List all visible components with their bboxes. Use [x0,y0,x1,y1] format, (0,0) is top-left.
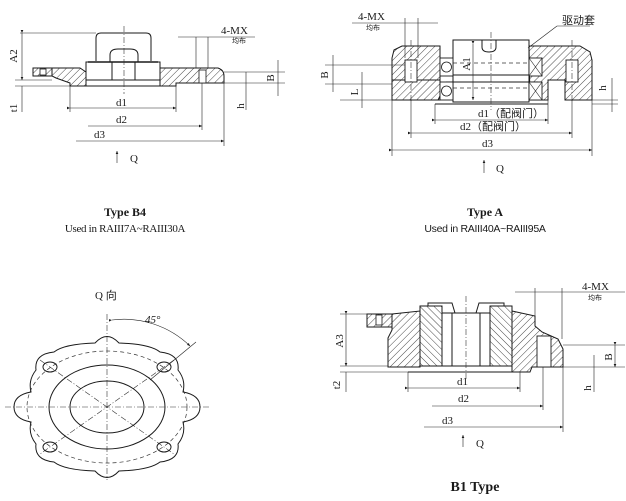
a-bearing-bottom-left [439,81,454,101]
b4-t1-label: t1 [8,104,20,113]
type-a-caption: Type A Used in RAIII40A~RAIII95A [390,205,580,235]
b1-d1-label: d1 [457,376,468,388]
b1-body-left [387,310,421,368]
type-b4-drawing: A2 t1 4-MX 均布 B h d1 d2 d3 Q [8,25,285,165]
b4-d1-label: d1 [116,97,127,109]
a-d2-label: d2（配阀门） [460,119,526,133]
b1-uniform-note: 均布 [588,293,602,302]
q-view-bolt-holes [42,361,172,453]
a-b-label: B [319,71,331,78]
bolt-hole [156,361,172,373]
type-a-drawing: A1 驱动套 4-MX 均布 B L h d1（配阀门） d2（配阀门） [319,11,618,175]
b1-q-label: Q [476,438,484,450]
a-drive-sleeve-label: 驱动套 [562,14,595,27]
b4-b-label: B [265,74,277,81]
a-4mx-label: 4-MX [358,11,385,23]
b4-d3-label: d3 [94,129,106,141]
q-view-title: Q 向 [95,288,117,302]
a-d1-label: d1（配阀门） [478,106,544,120]
a-a1-label: A1 [461,57,473,70]
b1-sleeve-right [489,305,513,367]
b4-q-label: Q [130,153,138,165]
b1-h-label: h [582,385,594,391]
b4-h-label: h [235,103,247,109]
type-a-title: Type A [466,205,504,219]
b4-a2-label: A2 [8,49,20,62]
b1-sleeve-left [419,305,443,367]
q-view-middle-ring [48,364,166,450]
b4-d2-label: d2 [116,114,127,126]
type-a-subtitle: Used in RAIII40A~RAIII95A [424,223,546,235]
b4-uniform-note: 均布 [232,36,246,45]
b1-d2-label: d2 [458,393,469,405]
b1-a3-label: A3 [334,334,346,348]
type-b4-subtitle: Used in RAIII7A~RAIII30A [64,223,186,235]
a-uniform-note: 均布 [366,23,380,32]
b4-flange-right [159,67,225,87]
type-b4-title: Type B4 [103,205,147,219]
b4-hub [85,61,161,87]
bolt-hole [42,361,58,373]
a-bearing-top-left [439,57,454,77]
b1-t2-label: t2 [331,381,343,390]
q-view-outer-flange [13,336,201,478]
type-b4-caption: Type B4 Used in RAIII7A~RAIII30A [40,205,210,235]
bolt-hole [42,441,58,453]
b1-4mx-label: 4-MX [582,281,609,293]
type-b1-title: B1 Type [450,480,500,495]
b1-b-label: B [603,353,615,360]
b4-bolt-hole [198,69,207,84]
q-view-angle: 45° [145,314,161,326]
a-h-label: h [597,85,609,91]
a-l-label: L [349,88,361,95]
b4-cap [95,32,152,61]
b4-flange-left [51,67,87,87]
q-view-drawing: Q 向 45° [5,288,210,480]
b4-4mx-label: 4-MX [221,25,248,37]
q-view-inner-bore [69,380,145,434]
a-d3-label: d3 [482,138,494,150]
bolt-hole [156,441,172,453]
b1-d3-label: d3 [442,415,454,427]
b1-bolt-hole [536,335,552,368]
a-q-label: Q [496,163,504,175]
type-b1-drawing: 4-MX 均布 A3 t2 B h d1 d2 d3 Q [331,281,625,450]
